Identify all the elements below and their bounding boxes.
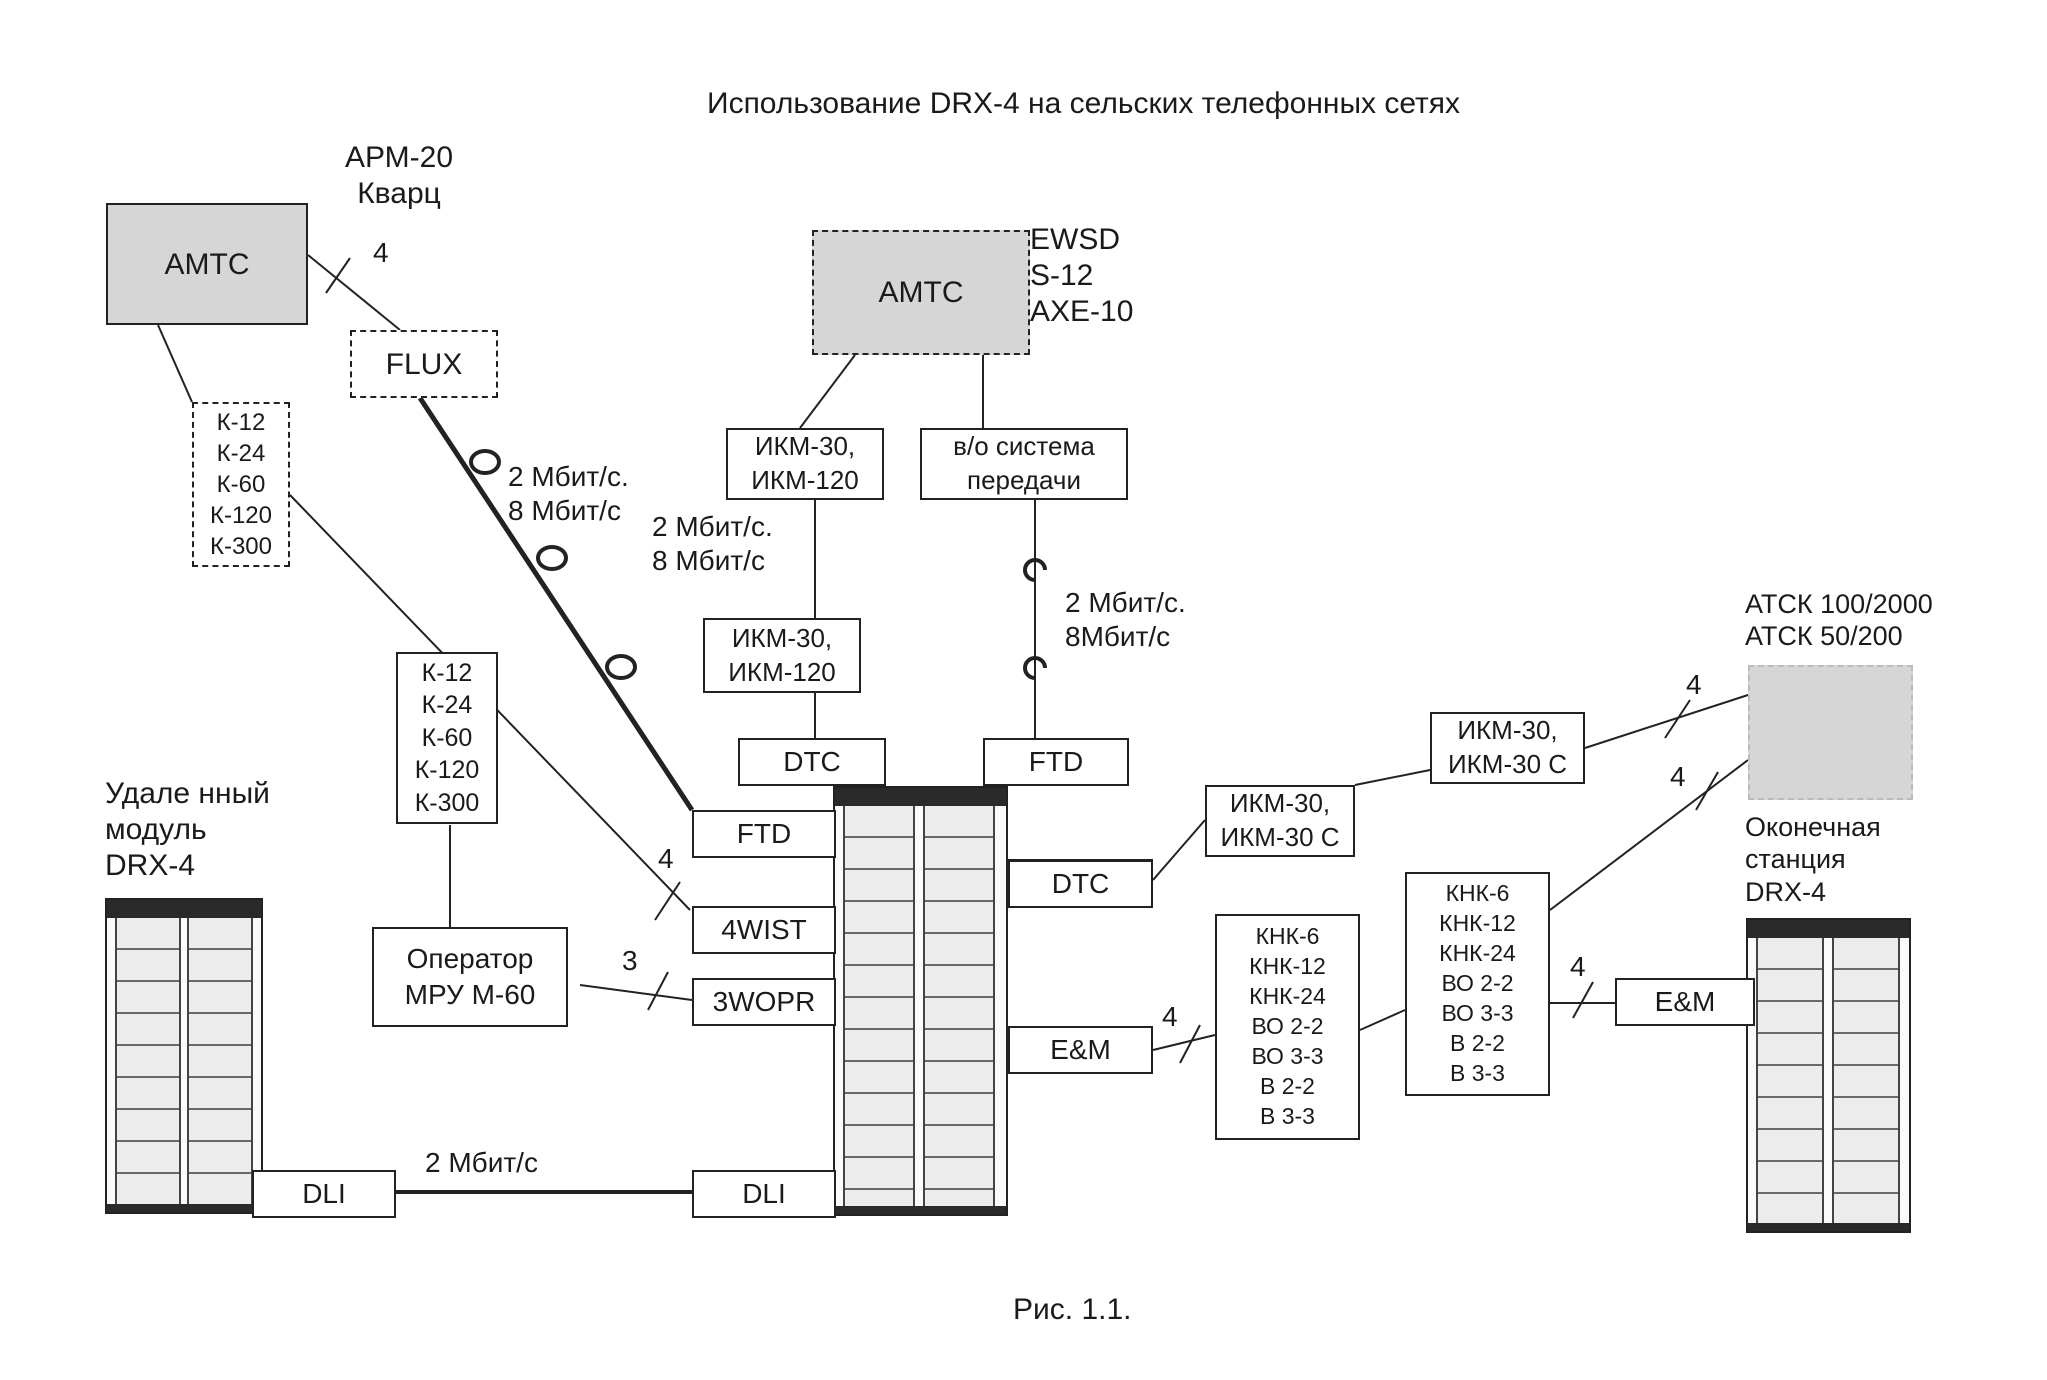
remote-module-rack [105,898,263,1214]
dli-left-node: DLI [252,1170,396,1218]
fiber-loop [605,654,637,680]
ftd-left-node: FTD [692,810,836,858]
flux-node: FLUX [350,330,498,398]
count-wopr: 3 [622,945,638,976]
ewsd-label: EWSD S-12 АХЕ-10 [1030,223,1134,328]
count-em-far: 4 [1570,951,1586,982]
link-knk-atsk [1549,759,1749,911]
operator-node: Оператор МРУ М-60 [372,927,568,1027]
link-dtc-ikm [1152,819,1206,881]
count-amts: 4 [373,237,389,268]
remote-module-label: Удале нный модуль DRX-4 [105,777,270,882]
k-box-top: К-12 К-24 К-60 К-120 К-300 [192,402,290,567]
amts-left-node: АМТС [106,203,308,325]
link-knk-knk [1359,1009,1406,1031]
rate-vo-label: 2 Мбит/с. 8Мбит/с [1065,587,1186,652]
em-far-node: E&M [1615,978,1755,1026]
link-amts-ikm [799,354,856,429]
wopr-node: 3WOPR [692,978,836,1026]
terminal-station-label: Оконечная станция DRX-4 [1745,812,1881,907]
count-atsk-upper: 4 [1686,669,1702,700]
knk-b-node: КНК-6 КНК-12 КНК-24 ВО 2-2 ВО 3-3 В 2-2 … [1405,872,1550,1096]
link-amts-flux [307,254,401,331]
link-ikm-ikm-c [1354,769,1431,786]
knk-a-node: КНК-6 КНК-12 КНК-24 ВО 2-2 ВО 3-3 В 2-2 … [1215,914,1360,1140]
ikm-mid-node: ИКМ-30, ИКМ-120 [703,618,861,693]
diagram-title: Использование DRX-4 на сельских телефонн… [707,87,1461,120]
vo-system-node: в/о система передачи [920,428,1128,500]
count-wist: 4 [658,843,674,874]
rate-dli-label: 2 Мбит/с [425,1147,538,1178]
link-em-knk [1152,1034,1216,1051]
count-em: 4 [1162,1001,1178,1032]
amts-center-node: АМТС [812,230,1030,355]
dtc-right-node: DTC [1008,860,1153,908]
fiber-loop [1023,656,1047,680]
atsk-node [1748,665,1913,800]
count-atsk-lower: 4 [1670,761,1686,792]
link-flux-ftd [417,396,695,812]
fiber-loop [469,449,501,475]
central-rack [833,786,1008,1216]
link-ikm-atsk [1584,694,1749,749]
atsk-label: АТСК 100/2000 АТСК 50/200 [1745,589,1933,652]
em-right-node: E&M [1008,1026,1153,1074]
ikm-top-node: ИКМ-30, ИКМ-120 [726,428,884,500]
fiber-loop [536,545,568,571]
k-box-mid: К-12 К-24 К-60 К-120 К-300 [396,652,498,824]
fiber-loop [1023,558,1047,582]
ikm-30c-b-node: ИКМ-30, ИКМ-30 С [1430,712,1585,784]
figure-caption: Рис. 1.1. [1013,1293,1132,1326]
dli-center-node: DLI [692,1170,836,1218]
wist-node: 4WIST [692,906,836,954]
link-amts-kbox [157,324,193,403]
ftd-top-node: FTD [983,738,1129,786]
arm-label: АРМ-20 Кварц [345,141,454,210]
rate-center-label: 2 Мбит/с. 8 Мбит/с [652,511,773,576]
terminal-station-rack [1746,918,1911,1233]
link-operator-wopr [579,984,693,1001]
rate-flux-label: 2 Мбит/с. 8 Мбит/с [508,461,629,526]
ikm-30c-a-node: ИКМ-30, ИКМ-30 С [1205,785,1355,857]
dtc-top-node: DTC [738,738,886,786]
